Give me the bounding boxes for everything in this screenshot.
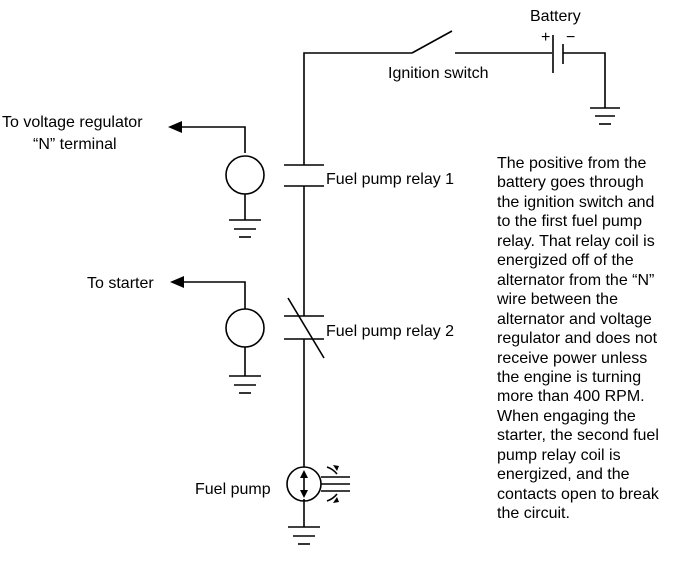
ignition-switch — [411, 30, 552, 54]
battery-label: Battery — [530, 8, 581, 25]
battery-symbol — [552, 35, 606, 108]
starter-label: To starter — [87, 275, 154, 292]
description-line: the ignition switch and — [497, 193, 655, 211]
voltage-regulator-label-line1: To voltage regulator — [2, 114, 143, 131]
battery-ground-icon — [590, 107, 620, 125]
description-line: When engaging the — [497, 407, 636, 425]
description-line: more than 400 RPM. — [497, 388, 645, 406]
fuel-pump-icon — [286, 465, 350, 503]
description-line: alternator and voltage — [497, 310, 652, 328]
relay-1-label: Fuel pump relay 1 — [326, 171, 454, 188]
description-line: regulator and does not — [497, 330, 658, 348]
description-line: The positive from the — [497, 155, 647, 172]
battery-plus-label: + — [541, 29, 550, 46]
voltage-regulator-wire — [168, 121, 246, 153]
circuit-description: The positive from the battery goes throug… — [497, 154, 692, 524]
description-line: the engine is turning — [497, 368, 642, 386]
description-line: energized off of the — [497, 252, 634, 270]
description-line: battery goes through — [497, 174, 644, 192]
ignition-switch-label: Ignition switch — [388, 65, 489, 82]
description-line: relay. That relay coil is — [497, 232, 655, 250]
description-line: to the first fuel pump — [497, 213, 642, 231]
fuel-pump-label: Fuel pump — [195, 481, 271, 498]
description-line: receive power unless — [497, 349, 648, 367]
fuel-pump-ground-icon — [288, 526, 320, 545]
description-line: pump relay coil is — [497, 446, 621, 464]
relay-1-coil — [225, 155, 265, 220]
description-line: starter, the second fuel — [497, 427, 659, 445]
description-line: the circuit. — [497, 505, 570, 523]
description-line: wire between the — [497, 291, 618, 309]
description-line: contacts open to break — [497, 485, 659, 503]
relay-2-ground-icon — [229, 375, 261, 394]
relay-1-contacts — [284, 164, 324, 187]
relay-2-contacts — [284, 297, 325, 359]
starter-wire — [170, 276, 246, 309]
battery-minus-label: − — [566, 29, 575, 46]
relay-2-coil — [225, 308, 265, 376]
relay-1-ground-icon — [229, 219, 261, 238]
description-line: energized, and the — [497, 466, 630, 484]
voltage-regulator-label-line2: “N” terminal — [33, 136, 117, 153]
relay-2-label: Fuel pump relay 2 — [326, 323, 454, 340]
main-circuit-wire — [303, 52, 412, 527]
description-line: alternator from the “N” — [497, 271, 655, 289]
